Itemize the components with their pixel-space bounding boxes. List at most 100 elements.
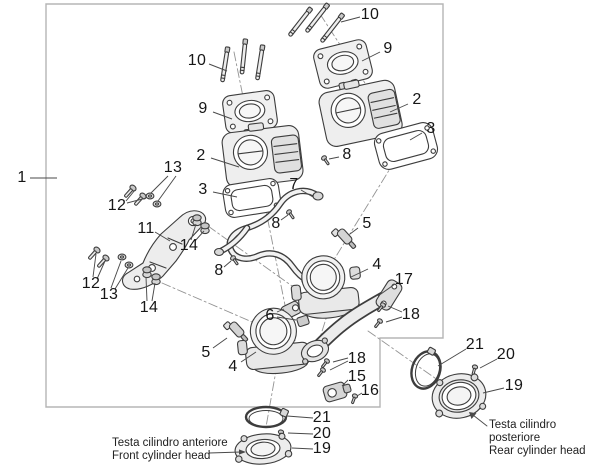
throttle-body-lower-rear [290,255,361,319]
leader-line-3 [409,132,423,141]
callout-10: 10 [187,52,207,69]
caption-front-line-italian: Testa cilindro anteriore [112,437,228,449]
gasket-rear [373,122,439,170]
callout-2: 2 [196,147,206,164]
leader-line-16 [356,392,363,397]
callout-3: 3 [426,120,436,137]
leader-line-12 [96,260,106,280]
caption-arrows [208,412,488,455]
leader-line-12 [125,189,136,202]
leader-line-9 [361,51,381,62]
leader-line-5 [212,337,228,349]
callout-4: 4 [372,256,382,273]
caption-rear-line-english: Rear cylinder head [489,445,586,457]
head-adapter-rear [431,373,487,419]
leader-line-14 [190,223,197,241]
leader-line-19 [482,387,505,394]
leader-line-20 [287,432,314,435]
callout-11: 11 [137,220,155,237]
leader-line-3 [212,191,238,198]
callout-3: 3 [198,181,208,198]
leader-line-12 [92,253,97,278]
leader-line-13 [157,175,177,202]
caption-rear-line-italian: Testa cilindro posteriore [489,419,557,444]
diagram-frame [45,3,444,408]
throttle-body-lower-front [236,307,311,375]
leader-line-17 [377,283,396,297]
leader-line-5 [349,227,359,235]
callout-19: 19 [312,440,332,457]
clamp-ring-rear [410,346,442,390]
leader-line-4 [240,351,257,363]
leader-line-18 [387,305,403,313]
callout-6: 6 [265,307,275,324]
leader-line-13 [114,267,129,290]
callout-2: 2 [412,91,422,108]
leader-line-11 [154,231,171,242]
callout-12: 12 [81,275,101,292]
callout-20: 20 [496,346,516,363]
leader-line-18 [332,357,349,363]
callout-18: 18 [401,306,421,323]
leader-line-19 [291,447,314,450]
leader-line-6 [276,316,297,321]
gasket-front [222,178,282,218]
callout-8: 8 [342,146,352,163]
leader-line-14 [194,230,205,242]
leader-line-15 [341,379,349,387]
leader-line-8 [280,214,289,221]
caption-rear-cylinder-head: Testa cilindro posteriore Rear cylinder … [489,419,600,458]
leader-line-13 [110,260,122,289]
leader-line-6 [276,308,285,313]
leader-line-12 [126,197,147,204]
sensor-clamp [296,314,310,328]
callout-18: 18 [347,350,367,367]
leader-line-20 [479,358,498,369]
leader-line-8 [328,156,340,160]
callout-14: 14 [139,299,159,316]
callout-4: 4 [228,358,238,375]
leader-line-8 [223,260,232,268]
callout-15: 15 [347,368,367,385]
leader-line-14 [151,282,156,302]
callout-21: 21 [312,409,332,426]
caption-front-cylinder-head: Testa cilindro anteriore Front cylinder … [112,437,228,463]
callout-13: 13 [163,159,183,176]
leader-line-18 [385,316,403,323]
callout-8: 8 [271,215,281,232]
throttle-body-upper-front [221,122,304,188]
caption-front-line-english: Front cylinder head [112,450,211,462]
leader-line-21 [286,415,314,419]
leader-line-2 [210,157,240,168]
leader-line-13 [150,175,169,194]
leader-line-10 [208,63,228,72]
tps-sensor [322,381,352,403]
callout-5: 5 [362,215,372,232]
callout-9: 9 [198,100,208,117]
leader-line-10 [340,16,361,23]
leader-line-7 [300,189,314,198]
callout-1: 1 [17,169,27,186]
throttle-body-upper-rear [318,79,403,147]
clamp-ring-front [244,405,289,429]
callout-20: 20 [312,425,332,442]
leader-line-4 [350,268,369,278]
callout-7: 7 [289,176,299,193]
head-adapter-front [234,432,293,465]
callout-16: 16 [360,382,380,399]
leader-line-14 [145,276,148,302]
leader-line-2 [389,103,409,113]
leader-line-21 [437,348,467,367]
spacer-front [222,90,278,138]
callout-13: 13 [99,286,119,303]
callout-17: 17 [394,271,414,288]
callout-19: 19 [504,377,524,394]
callout-21: 21 [465,336,485,353]
callout-10: 10 [360,6,380,23]
callout-5: 5 [201,344,211,361]
leader-line-18 [329,360,349,371]
intake-manifold-rear [300,279,403,365]
